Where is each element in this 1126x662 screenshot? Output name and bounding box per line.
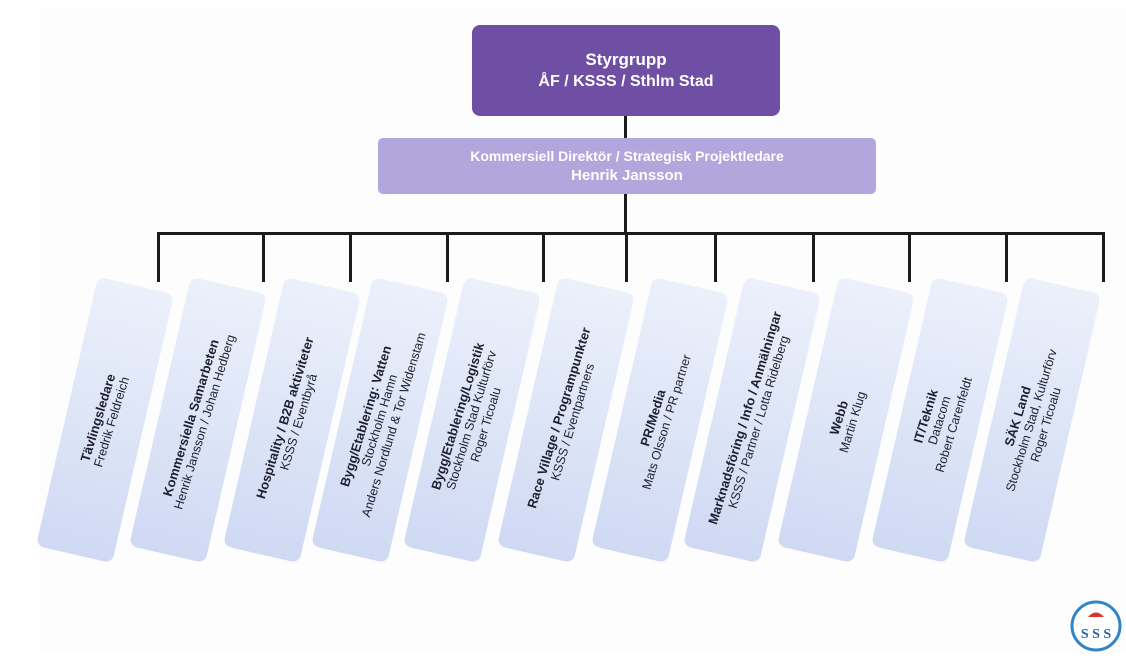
steering-title: Styrgrupp <box>585 49 667 69</box>
connector-drop <box>714 232 717 282</box>
connector-drop <box>349 232 352 282</box>
director-name: Henrik Jansson <box>571 167 683 184</box>
connector-drop <box>1102 232 1105 282</box>
connector-drop <box>157 232 160 282</box>
logo-text: S S S <box>1081 627 1112 642</box>
connector-middle <box>624 194 627 234</box>
connector-drop <box>908 232 911 282</box>
connector-drop <box>446 232 449 282</box>
steering-group-box: Styrgrupp ÅF / KSSS / Sthlm Stad <box>472 25 780 116</box>
connector-drop <box>1005 232 1008 282</box>
steering-subtitle: ÅF / KSSS / Sthlm Stad <box>538 72 714 90</box>
director-role: Kommersiell Direktör / Strategisk Projek… <box>470 148 784 164</box>
connector-top <box>624 116 627 138</box>
connector-horizontal-bar <box>157 232 1105 235</box>
connector-drop <box>812 232 815 282</box>
ksss-logo-icon: S S S <box>1070 600 1122 652</box>
connector-drop <box>625 232 628 282</box>
connector-drop <box>262 232 265 282</box>
director-box: Kommersiell Direktör / Strategisk Projek… <box>378 138 876 194</box>
connector-drop <box>542 232 545 282</box>
